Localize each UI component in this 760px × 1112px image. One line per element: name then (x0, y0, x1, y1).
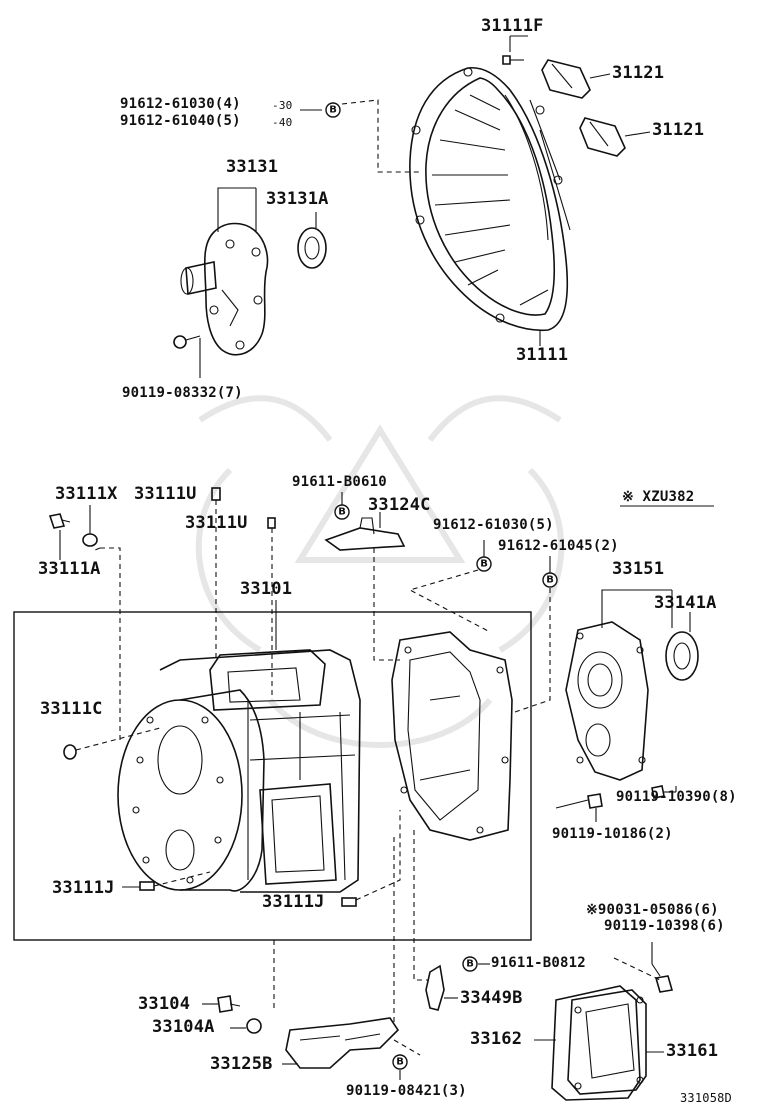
bolt-icon (555, 793, 603, 809)
label-33111X: 33111X (55, 484, 118, 504)
label-91611-B0812: 91611-B0812 (491, 955, 586, 971)
label-90119-10390: 90119-10390(8) (616, 789, 737, 805)
oil-seal-icon[interactable] (297, 227, 327, 269)
label-31111: 31111 (516, 345, 569, 365)
label-33449B: 33449B (460, 988, 523, 1008)
label-33161: 33161 (666, 1041, 719, 1061)
label-33104A: 33104A (152, 1017, 215, 1037)
circled-b-icon: B (325, 102, 341, 118)
plug-icon (139, 881, 155, 891)
label-xzu382: ※ XZU382 (622, 489, 695, 505)
clutch-housing-dowel-upper[interactable] (541, 59, 591, 99)
plug-icon (82, 533, 98, 547)
case-cover[interactable] (567, 989, 647, 1095)
clutch-housing[interactable] (409, 66, 571, 332)
front-bearing-retainer[interactable] (180, 222, 269, 356)
label-91612-61045: 91612-61045(2) (498, 538, 619, 554)
label-91612-61040-5: 91612-61040(5) (120, 113, 241, 129)
circled-b-icon: B (334, 504, 350, 520)
plug-icon (341, 897, 357, 907)
label-33104: 33104 (138, 994, 191, 1014)
circled-b-icon: B (462, 956, 478, 972)
bolt-icon (651, 963, 674, 993)
figure-number: 331058D (680, 1091, 732, 1105)
label-90119-10398: 90119-10398(6) (604, 918, 725, 934)
label-91612-61030-5: 91612-61030(5) (433, 517, 554, 533)
plug-icon (246, 1018, 262, 1034)
svg-text:B: B (466, 959, 474, 970)
transmission-case[interactable] (117, 649, 361, 893)
label-90119-10186: 90119-10186(2) (552, 826, 673, 842)
circled-b-icon: B (392, 1054, 408, 1070)
label-31121-lower: 31121 (652, 120, 705, 140)
bolt-icon (48, 513, 71, 529)
label-90119-08421: 90119-08421(3) (346, 1083, 467, 1099)
label-31121-upper: 31121 (612, 63, 665, 83)
bolt-icon (217, 995, 241, 1013)
label-33141A: 33141A (654, 593, 717, 613)
plug-icon (267, 517, 276, 529)
cover-gasket[interactable] (551, 985, 641, 1101)
svg-text:B: B (480, 559, 488, 570)
label-33131A: 33131A (266, 189, 329, 209)
label-torque-30: -30 (272, 99, 293, 112)
label-33162: 33162 (470, 1029, 523, 1049)
circled-b-icon: B (542, 572, 558, 588)
bracket[interactable] (425, 964, 445, 1011)
label-91611-B0610: 91611-B0610 (292, 474, 387, 490)
bolt-icon (502, 55, 524, 65)
label-33111U-mid: 33111U (185, 513, 248, 533)
svg-text:B: B (329, 105, 337, 116)
bolt-icon (651, 785, 676, 799)
oil-seal-icon[interactable] (665, 631, 699, 681)
circled-b-icon: B (476, 556, 492, 572)
clutch-housing-dowel-lower[interactable] (579, 117, 626, 157)
svg-text:B: B (546, 575, 554, 586)
label-33111J-left: 33111J (52, 878, 115, 898)
extension-housing[interactable] (565, 621, 649, 781)
label-33151: 33151 (612, 559, 665, 579)
label-33125B: 33125B (210, 1054, 273, 1074)
label-33101: 33101 (240, 579, 293, 599)
label-33111C: 33111C (40, 699, 103, 719)
label-91612-61030-4: 91612-61030(4) (120, 96, 241, 112)
label-90031-05086: ※90031-05086(6) (586, 902, 719, 918)
label-33124C: 33124C (368, 495, 431, 515)
breather-plate[interactable] (324, 517, 406, 551)
bolt-icon (173, 335, 201, 349)
watermark-logo (195, 395, 565, 748)
svg-text:B: B (396, 1057, 404, 1068)
label-33111A: 33111A (38, 559, 101, 579)
shift-cover-plate[interactable] (285, 1017, 400, 1069)
label-33131: 33131 (226, 157, 279, 177)
transmission-case-rear-cover[interactable] (391, 631, 513, 841)
label-33111J-right: 33111J (262, 892, 325, 912)
label-90119-08332: 90119-08332(7) (122, 385, 243, 401)
label-33111U-top: 33111U (134, 484, 197, 504)
svg-text:B: B (338, 507, 346, 518)
plug-icon (63, 744, 77, 760)
label-31111F: 31111F (481, 16, 544, 36)
label-torque-40: -40 (272, 116, 293, 129)
